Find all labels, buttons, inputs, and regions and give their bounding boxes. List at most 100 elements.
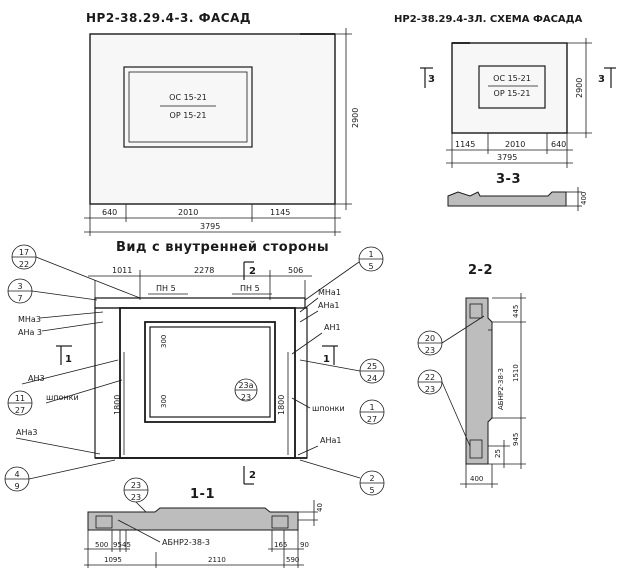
label-ana1-top: АНа1 [318, 301, 339, 310]
facade-dim-middle: 2010 [178, 208, 198, 217]
svg-text:9: 9 [14, 482, 19, 491]
scheme-dim-left: 1145 [455, 140, 475, 149]
svg-text:22: 22 [19, 260, 29, 269]
window-label-os: ОС 15-21 [169, 93, 207, 102]
svg-text:1: 1 [368, 250, 373, 259]
section11-d40: 40 [316, 503, 324, 512]
svg-text:23а: 23а [238, 381, 253, 390]
scheme-mark-right: 3 [598, 74, 605, 85]
svg-text:5: 5 [369, 486, 374, 495]
section11-d500: 500 [95, 541, 108, 549]
scheme-window-os: ОС 15-21 [493, 74, 531, 83]
inner-pn-right: ПН 5 [240, 284, 260, 293]
section-22-view: 2-2 АБНР2-38-3 445 1510 945 25 400 20 23 [417, 263, 526, 488]
scheme-window-op: ОР 15-21 [494, 89, 531, 98]
scheme-panel [451, 42, 568, 134]
scheme-dim-right: 640 [551, 140, 566, 149]
callout-3-7: 3 7 [7, 278, 98, 304]
callout-1-27: 1 27 [359, 399, 385, 425]
section22-abnr: АБНР2-38-3 [497, 368, 505, 410]
scheme-window [478, 65, 546, 109]
section11-d2110: 2110 [208, 556, 226, 564]
label-shponki-left: шпонки [46, 393, 79, 402]
section22-d1510: 1510 [512, 364, 520, 382]
inner-window-outer [144, 321, 276, 423]
svg-text:5: 5 [368, 262, 373, 271]
section33-title: 3-3 [496, 172, 521, 187]
svg-text:3: 3 [17, 282, 22, 291]
facade-window-outer [123, 66, 253, 148]
callout-23-23: 23 23 [123, 477, 151, 517]
label-ana1-bottom: АНа1 [320, 436, 341, 445]
section22-d25: 25 [494, 449, 502, 458]
facade-view: НР2-38.29.4-3. ФАСАД ОС 15-21 ОР 15-21 2… [84, 11, 360, 236]
svg-text:24: 24 [367, 374, 377, 383]
inner-window-inner [149, 326, 271, 418]
inner-top-rib [94, 297, 306, 309]
section11-d95: 95 [113, 541, 122, 549]
svg-text:22: 22 [425, 373, 435, 382]
section11-title: 1-1 [190, 487, 215, 502]
callout-2-5: 2 5 [299, 459, 385, 496]
inner-panel [119, 307, 296, 459]
inner-window-top: 300 [160, 335, 168, 348]
svg-text:25: 25 [367, 362, 377, 371]
facade-dim-right: 1145 [270, 208, 290, 217]
inner-dim-top-middle: 2278 [194, 266, 214, 275]
svg-text:27: 27 [15, 406, 25, 415]
window-label-op: ОР 15-21 [170, 111, 207, 120]
svg-text:11: 11 [15, 394, 25, 403]
label-ana3-top: АНа 3 [18, 328, 42, 337]
section11-d90: 90 [300, 541, 309, 549]
callout-4-9: 4 9 [4, 459, 116, 492]
scheme-title: НР2-38.29.4-3Л. СХЕМА ФАСАДА [394, 14, 583, 25]
svg-text:4: 4 [14, 470, 19, 479]
inner-dim-top-left: 1011 [112, 266, 132, 275]
label-an1: АН1 [324, 323, 341, 332]
inner-height-left: 1800 [113, 395, 122, 415]
callout-25-24: 25 24 [299, 358, 385, 384]
section11-d1095: 1095 [104, 556, 122, 564]
section11-d45: 45 [122, 541, 131, 549]
inner-mark-1-left: 1 [65, 354, 72, 365]
svg-text:20: 20 [425, 334, 435, 343]
scheme-view: НР2-38.29.4-3Л. СХЕМА ФАСАДА ОС 15-21 ОР… [394, 14, 616, 211]
facade-window-inner [128, 71, 248, 143]
callout-23a-23: 23а 23 [234, 378, 258, 402]
section22-title: 2-2 [468, 263, 493, 278]
inner-mark-2-bottom: 2 [249, 470, 256, 481]
svg-text:23: 23 [425, 346, 435, 355]
svg-text:27: 27 [367, 415, 377, 424]
svg-text:23: 23 [241, 393, 251, 402]
inner-pn-left: ПН 5 [156, 284, 176, 293]
section11-d165: 165 [274, 541, 287, 549]
label-an3: АН3 [28, 374, 45, 383]
section11-profile [87, 507, 299, 531]
callout-20-23: 20 23 [417, 315, 485, 356]
callout-11-27: 11 27 [7, 390, 33, 416]
label-ana3-bottom: АНа3 [16, 428, 37, 437]
section22-d445: 445 [512, 305, 520, 318]
svg-text:23: 23 [131, 481, 141, 490]
inner-window-bottom: 300 [160, 395, 168, 408]
section11-d590: 590 [286, 556, 299, 564]
svg-text:17: 17 [19, 248, 29, 257]
svg-text:23: 23 [425, 385, 435, 394]
callout-22-23: 22 23 [417, 369, 471, 447]
section22-d400: 400 [470, 475, 483, 483]
inner-view: Вид с внутренней стороны 1011 2278 506 2… [4, 240, 385, 496]
svg-text:1: 1 [369, 403, 374, 412]
scheme-dim-middle: 2010 [505, 140, 525, 149]
facade-panel [89, 33, 336, 205]
section11-abnr: АБНР2-38-3 [162, 538, 210, 547]
facade-dim-total: 3795 [200, 222, 220, 231]
label-mna3: МНа3 [18, 315, 41, 324]
callout-1-5: 1 5 [304, 246, 384, 301]
scheme-height: 2900 [575, 78, 584, 98]
inner-height-right: 1800 [277, 395, 286, 415]
section-11-view: 1-1 23 23 40 АБНР2-38-3 500 95 45 165 [84, 477, 324, 568]
label-shponki-right: шпонки [312, 404, 345, 413]
svg-text:7: 7 [17, 294, 22, 303]
svg-text:23: 23 [131, 493, 141, 502]
